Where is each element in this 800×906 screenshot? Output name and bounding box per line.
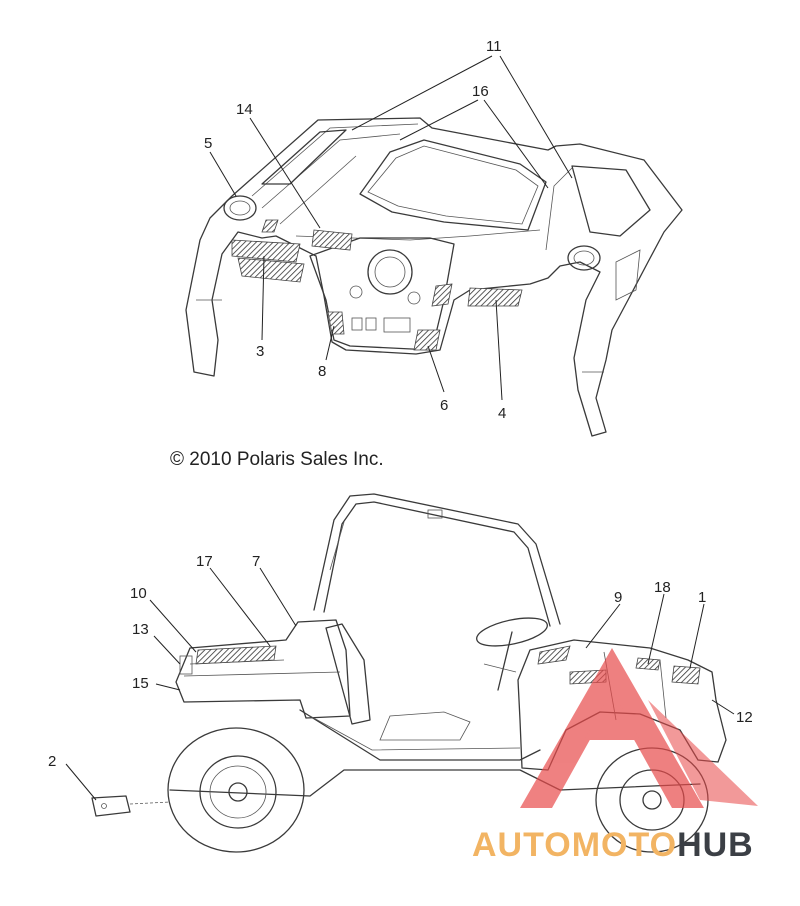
top-callouts: 11 16 14 5 3 8 6 4 (204, 38, 506, 422)
bottom-leader-lines (65, 567, 735, 801)
callout-16: 16 (472, 83, 489, 100)
callout-10: 10 (130, 585, 147, 602)
bottom-callouts: 17 7 10 13 15 2 9 18 1 12 (48, 553, 753, 770)
callout-5: 5 (204, 135, 212, 152)
callout-4: 4 (498, 405, 506, 422)
callout-11: 11 (486, 38, 502, 55)
copyright-notice: © 2010 Polaris Sales Inc. (170, 449, 384, 470)
callout-7: 7 (252, 553, 260, 570)
watermark-triangle (520, 648, 758, 808)
callout-14: 14 (236, 101, 253, 118)
callout-2: 2 (48, 753, 56, 770)
watermark-logo: AUTOMOTOHUB (472, 826, 754, 865)
vehicle-assembly (91, 493, 727, 853)
callout-13: 13 (132, 621, 149, 638)
callout-9: 9 (614, 589, 622, 606)
top-leader-lines (209, 55, 573, 401)
watermark-text-part2: HUB (677, 826, 754, 864)
callout-12: 12 (736, 709, 753, 726)
callout-3: 3 (256, 343, 264, 360)
callout-17: 17 (196, 553, 213, 570)
watermark-text-part1: AUTOMOTO (472, 826, 678, 864)
callout-18: 18 (654, 579, 671, 596)
callout-15: 15 (132, 675, 149, 692)
callout-6: 6 (440, 397, 448, 414)
dashboard-assembly (185, 117, 683, 437)
callout-1: 1 (698, 589, 706, 606)
callout-8: 8 (318, 363, 326, 380)
